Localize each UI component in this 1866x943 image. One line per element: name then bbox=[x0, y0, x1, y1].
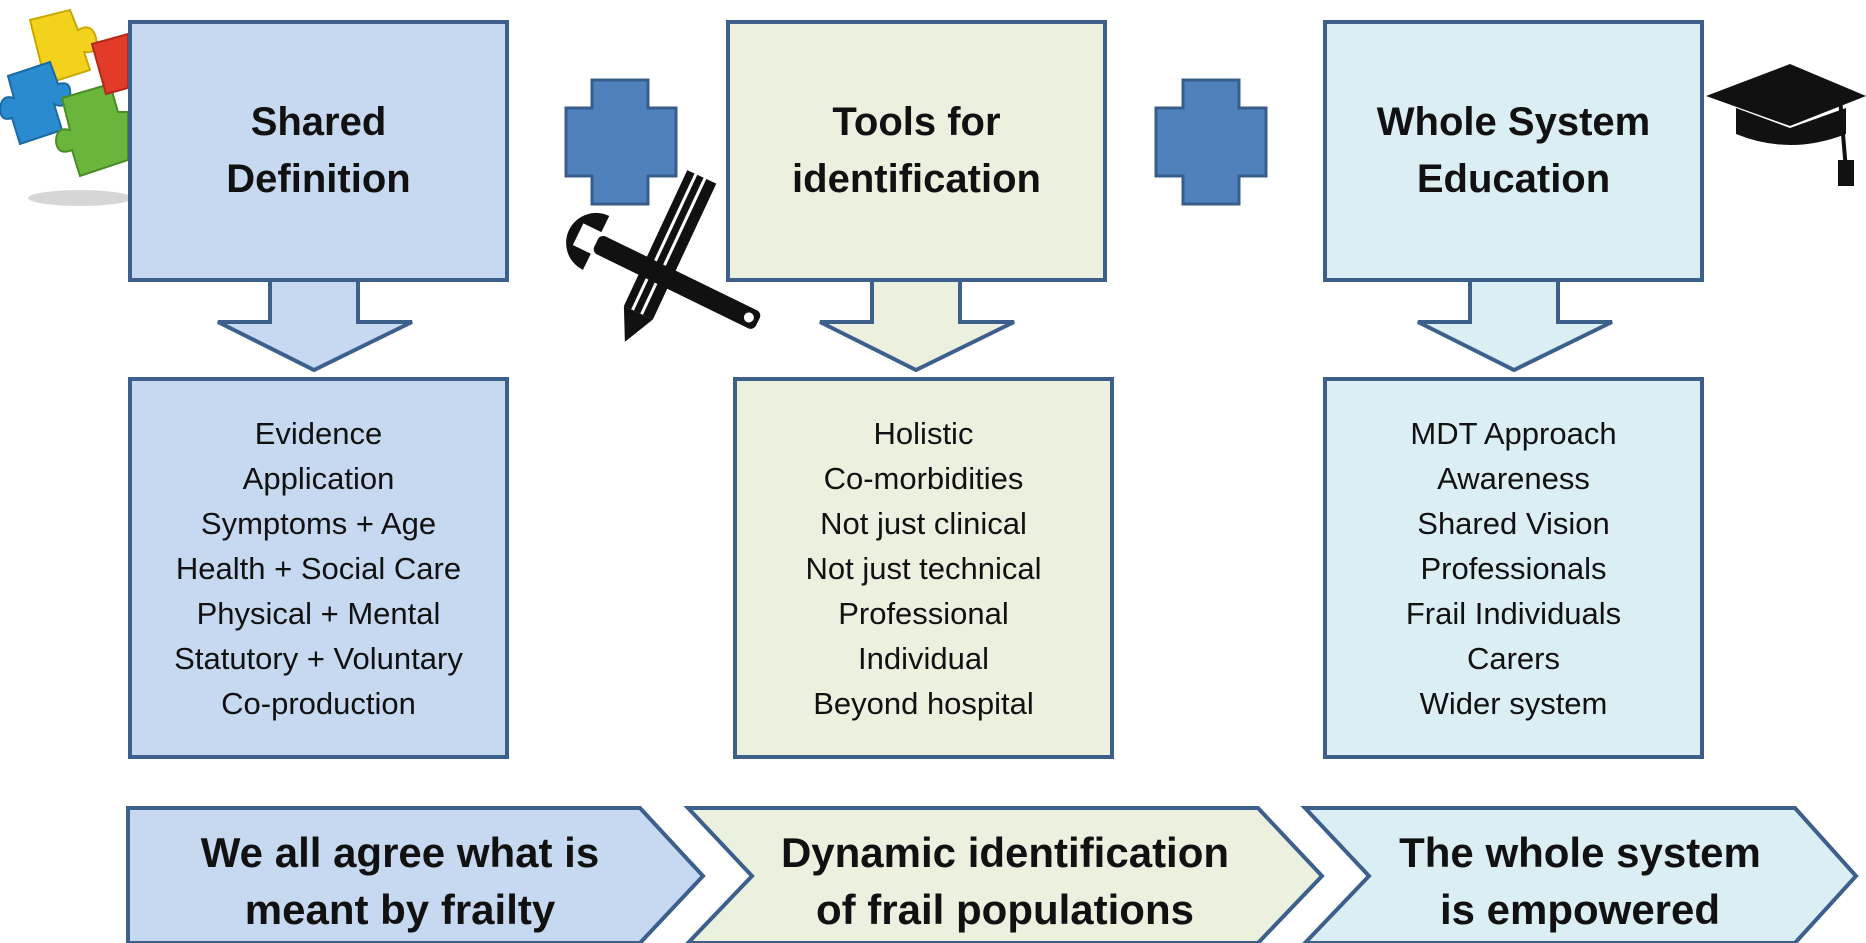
list-item: Awareness bbox=[1437, 460, 1590, 496]
outcome-chevron-2 bbox=[683, 806, 1325, 943]
list-item: Professionals bbox=[1420, 550, 1607, 586]
heading-tools-for-identification: Tools for identification bbox=[726, 20, 1107, 282]
list-item: Beyond hospital bbox=[813, 685, 1034, 721]
heading-line: Definition bbox=[226, 157, 411, 201]
outcome-line: meant by frailty bbox=[244, 885, 556, 933]
outcome-text-1: We all agree what is meant by frailty bbox=[140, 818, 660, 943]
list-item: Evidence bbox=[254, 415, 383, 451]
heading-line: Tools for bbox=[832, 100, 1001, 144]
outcome-text-3: The whole system is empowered bbox=[1360, 818, 1800, 943]
list-item: Wider system bbox=[1419, 685, 1608, 721]
list-whole-system-education: MDT Approach Awareness Shared Vision Pro… bbox=[1323, 377, 1704, 759]
outcome-line: We all agree what is bbox=[200, 828, 600, 876]
outcome-line: of frail populations bbox=[816, 885, 1194, 933]
outcome-text-2: Dynamic identification of frail populati… bbox=[740, 818, 1270, 943]
list-item: Individual bbox=[858, 640, 989, 676]
list-shared-definition: Evidence Application Symptoms + Age Heal… bbox=[128, 377, 509, 759]
list-item: Shared Vision bbox=[1417, 505, 1610, 541]
heading-line: Shared bbox=[250, 100, 387, 144]
graduation-cap-icon bbox=[1706, 64, 1866, 186]
heading-line: identification bbox=[792, 157, 1041, 201]
list-item: Statutory + Voluntary bbox=[174, 640, 463, 676]
down-arrow-icon bbox=[1417, 276, 1613, 373]
plus-icon bbox=[1154, 78, 1268, 206]
list-item: Not just technical bbox=[805, 550, 1042, 586]
outcome-line: The whole system bbox=[1399, 828, 1761, 876]
list-item: Frail Individuals bbox=[1405, 595, 1622, 631]
list-item: Health + Social Care bbox=[175, 550, 462, 586]
list-item: MDT Approach bbox=[1410, 415, 1617, 451]
list-item: Carers bbox=[1466, 640, 1560, 676]
puzzle-icon bbox=[0, 8, 132, 206]
list-item: Co-production bbox=[221, 685, 416, 721]
list-tools-for-identification: Holistic Co-morbidities Not just clinica… bbox=[733, 377, 1114, 759]
list-item: Symptoms + Age bbox=[200, 505, 437, 541]
list-item: Not just clinical bbox=[820, 505, 1027, 541]
list-item: Co-morbidities bbox=[823, 460, 1024, 496]
plus-icon bbox=[564, 78, 678, 206]
heading-line: Education bbox=[1416, 157, 1611, 201]
list-item: Application bbox=[242, 460, 395, 496]
outcome-chevron-1 bbox=[126, 806, 706, 943]
outcome-chevron-3 bbox=[1300, 806, 1859, 943]
list-item: Physical + Mental bbox=[196, 595, 441, 631]
outcome-line: Dynamic identification bbox=[780, 828, 1230, 876]
heading-line: Whole System bbox=[1376, 100, 1651, 144]
list-item: Holistic bbox=[873, 415, 974, 451]
down-arrow-icon bbox=[819, 276, 1015, 373]
down-arrow-icon bbox=[217, 276, 413, 373]
outcome-line: is empowered bbox=[1439, 885, 1721, 933]
list-item: Professional bbox=[838, 595, 1009, 631]
